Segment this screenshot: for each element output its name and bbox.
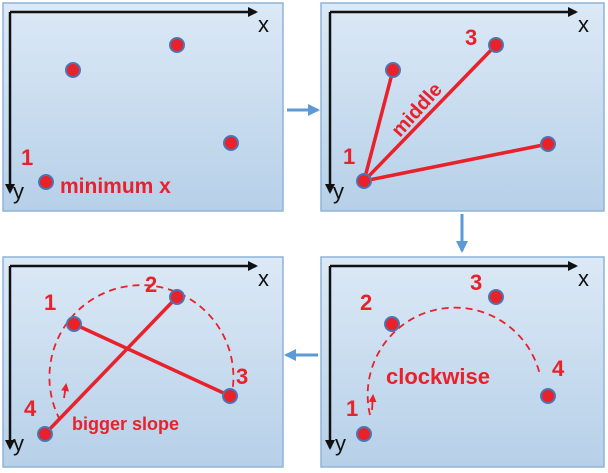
point-origin	[356, 173, 372, 189]
point	[169, 37, 185, 53]
x-axis-label: x	[578, 12, 589, 37]
dashed-arc	[48, 284, 235, 421]
panel-clockwise: x y 1 2 3 4 clockwise	[320, 256, 605, 468]
y-axis-label: y	[333, 179, 344, 204]
point	[540, 388, 556, 404]
y-axis-label: y	[13, 431, 24, 456]
arc-arrowhead	[61, 383, 70, 399]
point-label-3: 3	[465, 25, 477, 50]
point	[540, 136, 556, 152]
clockwise-dashed-arc	[366, 306, 541, 416]
point	[385, 62, 401, 78]
panel-middle: x y 1 3 middle	[320, 2, 605, 212]
caption-bigger-slope: bigger slope	[72, 414, 179, 434]
y-axis-label: y	[13, 179, 24, 204]
point-middle	[488, 37, 504, 53]
point	[66, 316, 82, 332]
point	[65, 62, 81, 78]
point	[223, 135, 239, 151]
panel-bigger-slope: x y 1 2 3 4 bigger slope	[2, 256, 284, 468]
caption-clockwise: clockwise	[386, 364, 490, 389]
point-label-2: 2	[360, 290, 372, 315]
point-label-3: 3	[236, 364, 248, 389]
line-4-to-2	[43, 295, 179, 436]
point-label-1: 1	[343, 144, 355, 169]
point-origin	[356, 426, 372, 442]
x-axis-label: x	[258, 12, 269, 37]
point-minimum-x	[38, 174, 54, 190]
point-label-4: 4	[552, 356, 565, 381]
point	[488, 289, 504, 305]
caption-minimum-x: minimum x	[60, 175, 171, 198]
point-label-1: 1	[346, 396, 358, 421]
line-to-point	[363, 142, 549, 183]
line-to-middle-point	[362, 43, 498, 183]
y-axis-label: y	[335, 431, 346, 456]
point-label-3: 3	[470, 270, 482, 295]
point	[222, 388, 238, 404]
point	[37, 426, 53, 442]
x-axis-label: x	[258, 266, 269, 291]
line-1-to-3	[73, 322, 231, 398]
point	[169, 289, 185, 305]
point	[384, 316, 400, 332]
point-label-1: 1	[21, 145, 33, 170]
panel-minimum-x: x y 1 minimum x	[2, 2, 284, 212]
x-axis-label: x	[578, 266, 589, 291]
arc-arrowhead	[368, 394, 377, 411]
point-label-2: 2	[145, 272, 157, 297]
line-to-point	[362, 69, 395, 182]
point-label-4: 4	[24, 396, 37, 421]
point-label-1: 1	[44, 290, 56, 315]
